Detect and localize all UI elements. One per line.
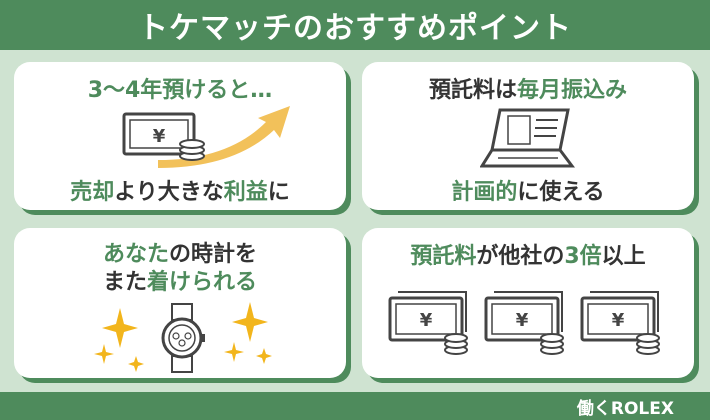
card-fee-heading: 預託料が他社の3倍以上: [410, 244, 646, 269]
watch-sparkle-icon: [94, 302, 272, 373]
card-watch-line1: あなたの時計を: [102, 242, 258, 267]
money-bundle-icon: ¥: [388, 291, 468, 355]
yen-symbol: ¥: [516, 310, 529, 331]
card-profit-caption: 売却より大きな利益に: [70, 180, 290, 205]
money-bundle-icon: ¥: [580, 291, 660, 355]
card-watch-line2: また着けられる: [102, 270, 258, 295]
title-bar: トケマッチのおすすめポイント: [0, 0, 710, 50]
yen-symbol: ¥: [153, 126, 166, 147]
money-growth-icon: ¥: [122, 106, 290, 168]
card-monthly-caption: 計画的に使える: [451, 180, 605, 205]
card-profit: 3〜4年預けると… ¥ 売却より大きな利益に: [14, 62, 346, 210]
card-monthly-heading: 預託料は毎月振込み: [428, 78, 628, 103]
footer-bar: 働くROLEX: [0, 392, 710, 420]
card-profit-heading: 3〜4年預けると…: [87, 78, 273, 103]
card-monthly: 預託料は毎月振込み 計画的に使える: [362, 62, 694, 210]
laptop-icon: [480, 108, 575, 168]
money-stack-icon: ¥ ¥ ¥: [388, 291, 660, 355]
brand-logo: 働くROLEX: [576, 399, 674, 419]
yen-symbol: ¥: [420, 310, 433, 331]
yen-symbol: ¥: [612, 310, 625, 331]
card-fee-compare: 預託料が他社の3倍以上 ¥ ¥: [362, 228, 694, 378]
card-watch: あなたの時計を また着けられる: [14, 228, 346, 378]
page-title: トケマッチのおすすめポイント: [138, 11, 572, 46]
money-bundle-icon: ¥: [484, 291, 564, 355]
